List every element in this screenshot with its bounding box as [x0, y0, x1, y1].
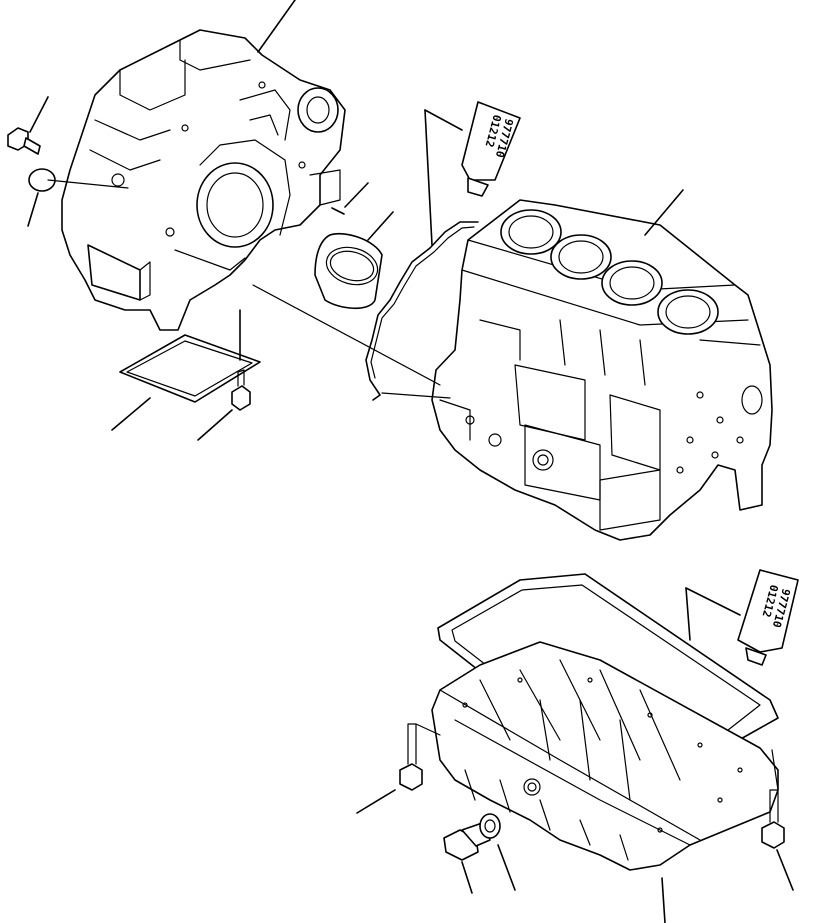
- rear-plate-gasket: [365, 221, 479, 401]
- drain-washer: [479, 813, 501, 839]
- bolt-cover: [231, 369, 251, 411]
- bolt-pan-left: [399, 723, 423, 791]
- drain-plug: [443, 821, 491, 861]
- leader-lines: [27, 0, 794, 923]
- flywheel-housing: [61, 29, 346, 331]
- rear-plate-gasket-inner: [370, 226, 475, 379]
- cover-plate: [119, 334, 261, 403]
- sealant-tube-1: 977710 01212: [461, 101, 521, 197]
- oil-pan: [431, 641, 779, 871]
- rear-oil-seal: [314, 233, 383, 310]
- bolt-pan-right: [761, 789, 785, 849]
- cylinder-block: [431, 199, 773, 541]
- dowel-pin: [331, 207, 345, 215]
- sealant-tube-2: 977710 01212: [737, 569, 799, 666]
- plug: [28, 168, 56, 192]
- bolt-housing: [7, 127, 41, 155]
